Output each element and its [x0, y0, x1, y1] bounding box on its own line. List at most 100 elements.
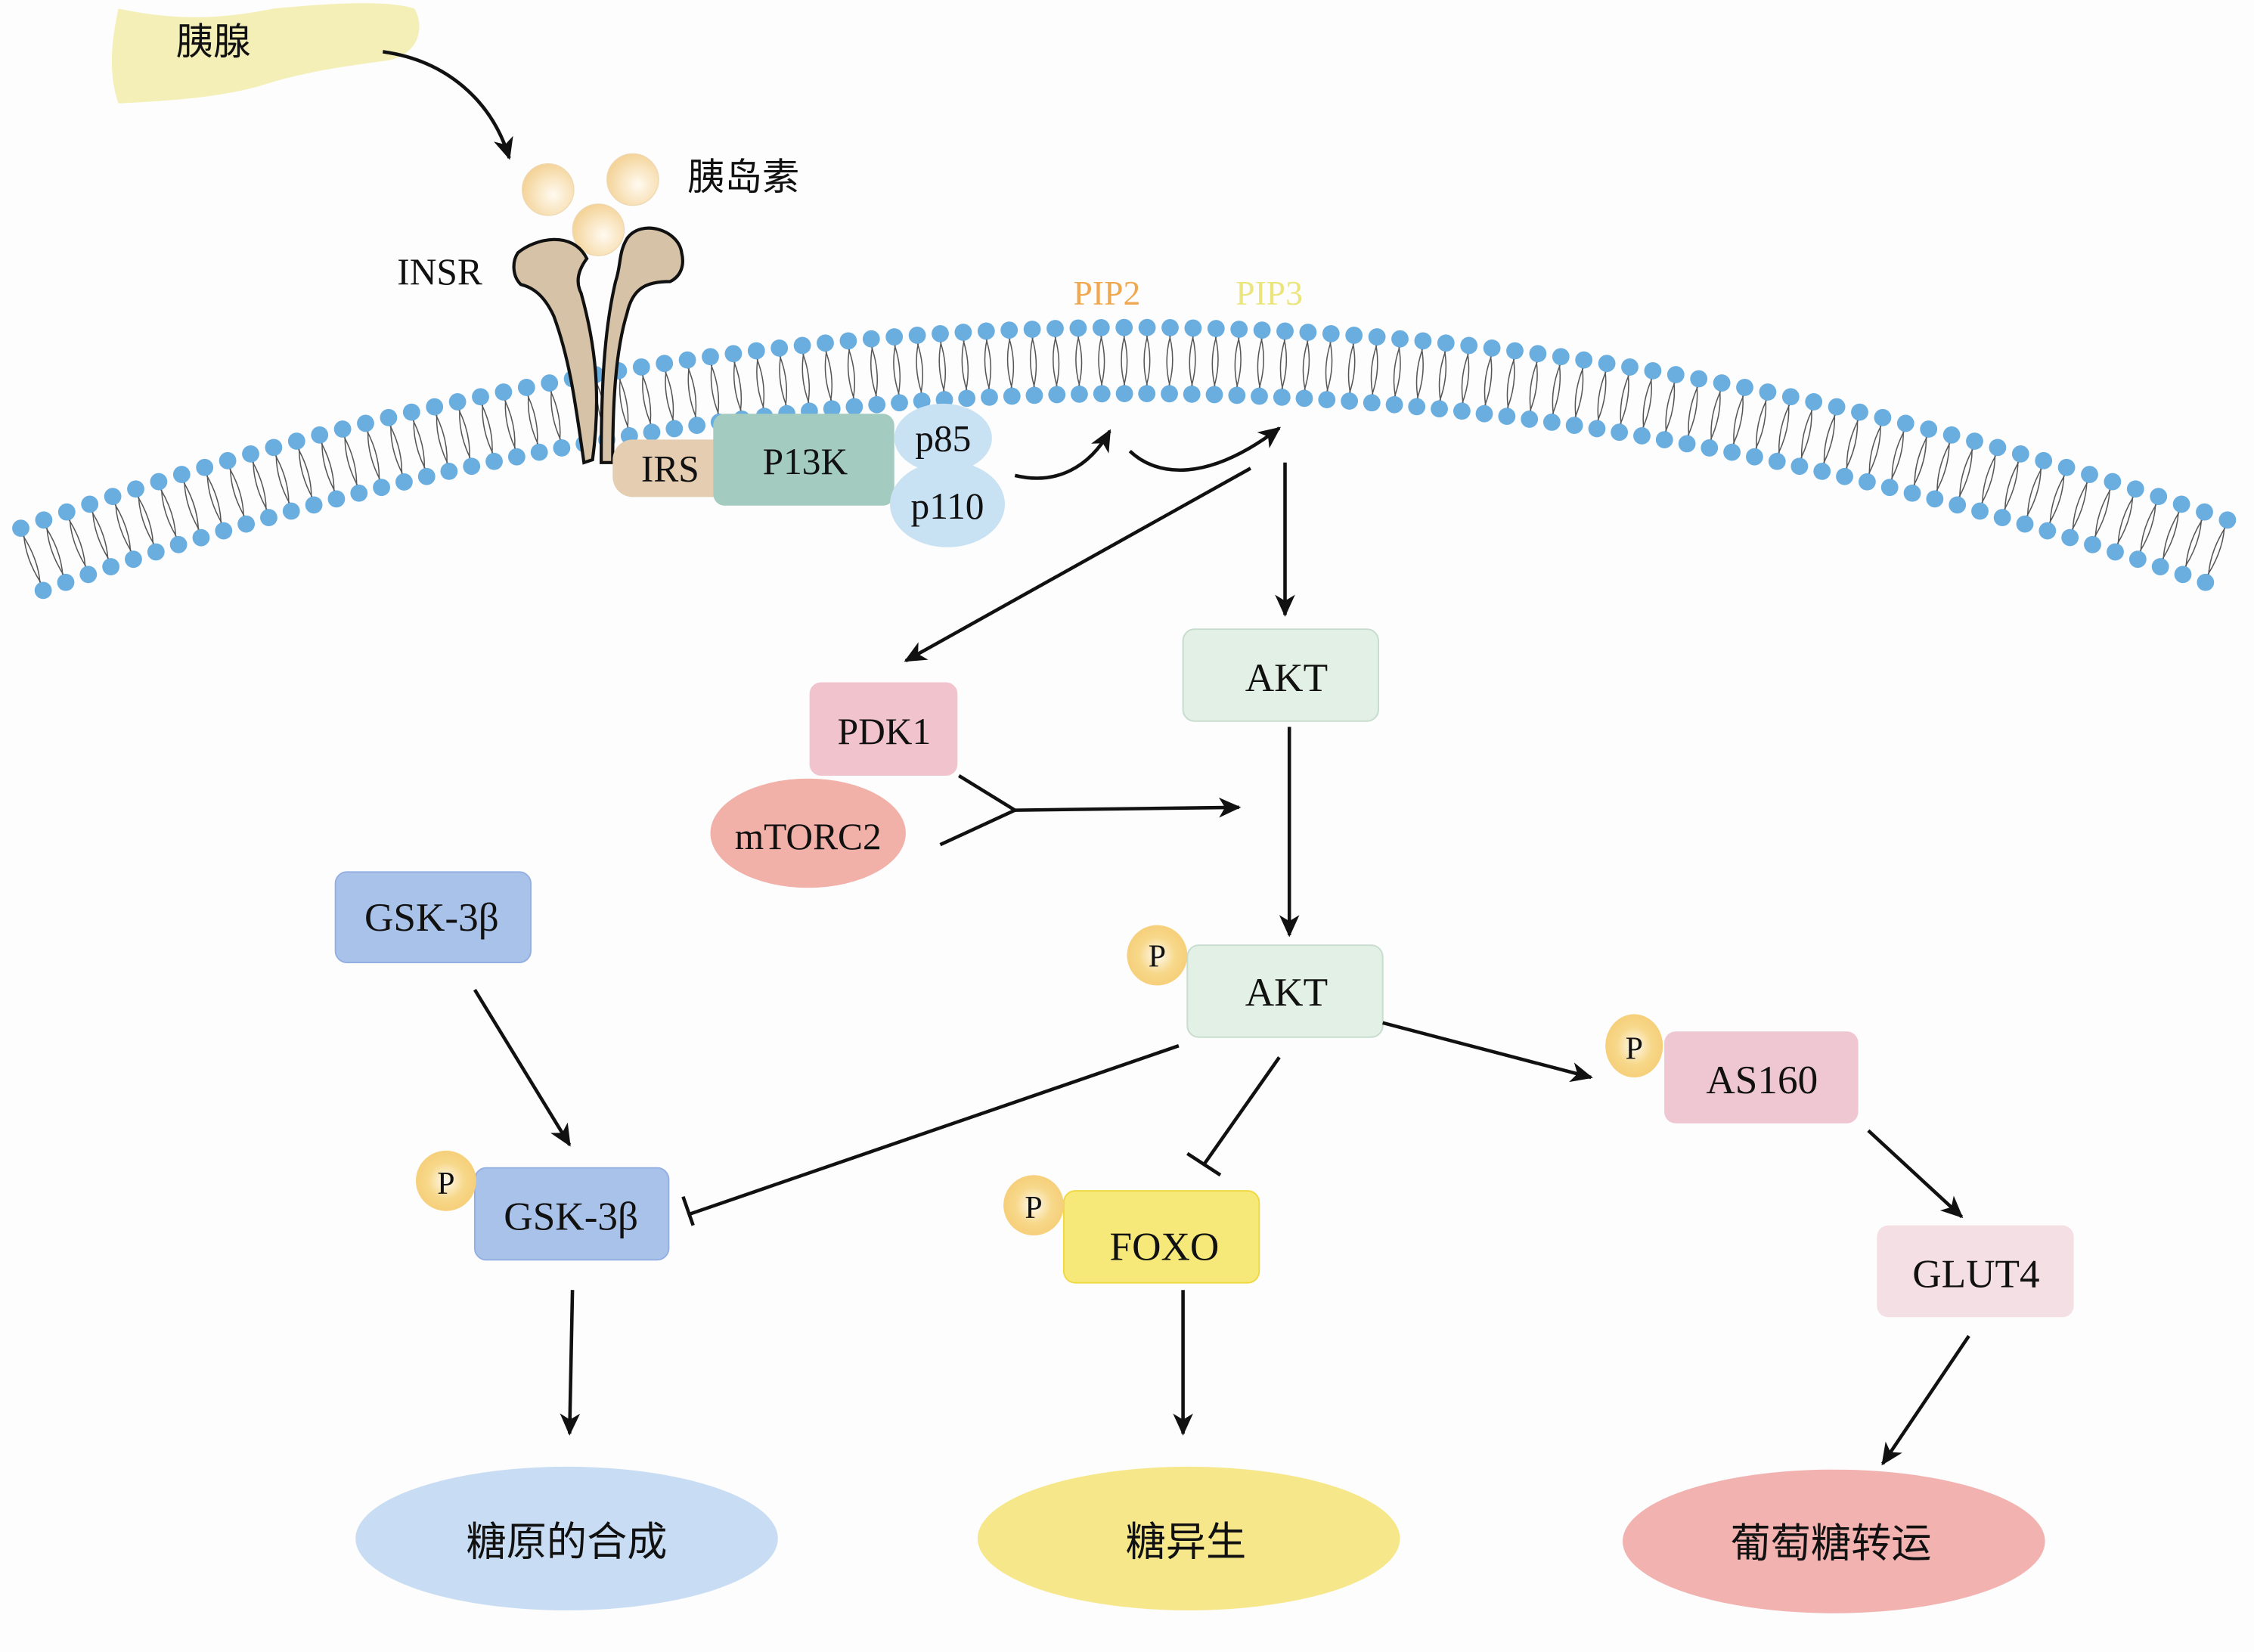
lipid-head [1295, 389, 1313, 408]
lipid-head [485, 452, 503, 470]
lipid-head [665, 420, 684, 438]
lipid-head [1666, 366, 1685, 383]
lipid-head [1138, 318, 1156, 336]
lipid-head [1655, 431, 1673, 448]
glucose-transport-label: 葡萄糖转运 [1731, 1520, 1932, 1567]
lipid-head [1588, 420, 1606, 438]
lipid-head [305, 496, 323, 514]
lipid-head [2196, 503, 2213, 521]
lipid-head [2218, 511, 2237, 529]
lipid-head [1322, 324, 1340, 342]
lipid-head [1736, 379, 1753, 396]
lipid-head [1746, 448, 1763, 466]
lipid-head [1475, 404, 1493, 423]
lipid-head [891, 394, 908, 412]
lipid-head [237, 515, 256, 533]
mtorc2-shape [710, 778, 906, 888]
lipid-head [1253, 321, 1271, 339]
lipid-head [169, 535, 188, 553]
lipid-head [1363, 394, 1381, 412]
lipid-head [541, 374, 559, 392]
p-foxo-label: FOXO [1109, 1224, 1219, 1269]
lipid-head [495, 383, 513, 401]
lipid-head [1701, 439, 1719, 457]
phospho-badge-foxo [1003, 1175, 1064, 1235]
lipid-head [215, 522, 233, 540]
glut4-to-glucose-transport-arrow [1881, 1334, 1970, 1466]
lipid-head [932, 324, 949, 342]
lipid-head [817, 334, 834, 352]
p-foxo-box [1062, 1190, 1260, 1284]
lipid-head [1644, 361, 1662, 380]
lipid-head [1230, 321, 1248, 338]
lipid-head [1391, 330, 1409, 348]
lipid-head [265, 439, 283, 457]
lipid-head [1183, 385, 1201, 403]
lipid-head [2174, 566, 2192, 584]
lipid-head [2016, 515, 2034, 533]
lipid-head [287, 432, 305, 450]
lipid-head [656, 355, 674, 373]
glycogen-synthesis-ellipse [355, 1466, 778, 1610]
akt-box [1182, 628, 1379, 722]
lipid-head [125, 550, 142, 569]
lipid-head [172, 466, 191, 483]
lipid-head [402, 403, 420, 421]
lipid-head [1299, 324, 1317, 341]
gsk3b-to-glycogen-arrow [560, 1290, 581, 1436]
lipid-head [327, 490, 346, 508]
lipid-head [2197, 573, 2215, 591]
p110-label: p110 [911, 485, 984, 527]
p85-label: p85 [915, 418, 971, 460]
lipid-head [517, 379, 535, 396]
lipid-head [1690, 370, 1708, 388]
lipid-head [1251, 387, 1268, 405]
lipid-head [380, 408, 398, 426]
lipid-head [1542, 414, 1561, 431]
lipid-head [1385, 395, 1403, 414]
lipid-head [643, 423, 661, 442]
lipid-head [1836, 467, 1853, 485]
lipid-head [1880, 479, 1899, 497]
lipid-head [1813, 462, 1831, 480]
lipid-head [1318, 391, 1336, 408]
lipid-head [1273, 388, 1291, 406]
lipid-head [1023, 321, 1041, 338]
lipid-head [1552, 348, 1570, 366]
lipid-head [2035, 451, 2053, 470]
lipid-head [1161, 318, 1179, 336]
lipid-head [1949, 496, 1967, 514]
lipid-head [1920, 420, 1938, 438]
lipid-head [426, 398, 444, 416]
lipid-head [1506, 342, 1524, 360]
lipid-head [793, 336, 811, 355]
pi3k-to-pip2-arrow [1014, 429, 1111, 480]
pakt-inhibits-foxo-line [1203, 1056, 1281, 1165]
lipid-head [2039, 522, 2057, 540]
phospho-label: P [1149, 940, 1166, 975]
lipid-head [724, 345, 743, 363]
lipid-head [1048, 386, 1066, 404]
lipid-head [913, 392, 931, 410]
lipid-head [1276, 322, 1294, 340]
lipid-head [958, 389, 976, 408]
mtorc2-label: mTORC2 [735, 816, 882, 857]
lipid-head [35, 511, 53, 529]
lipid-head [981, 388, 998, 406]
lipid-head [1341, 392, 1359, 410]
pip2-to-pip3-arrow [1128, 426, 1282, 473]
lipid-head [2011, 445, 2029, 463]
akt-label: AKT [1245, 656, 1328, 700]
lipid-head [1575, 351, 1593, 369]
gsk3b-box [334, 871, 532, 963]
lipid-head [57, 503, 76, 521]
lipid-head [1161, 385, 1178, 403]
pi3k-complex: IRS P13K p85 p110 [612, 403, 1005, 547]
lipid-head [1228, 386, 1246, 404]
pi3k-shape [713, 414, 894, 506]
lipid-head [104, 488, 122, 506]
lipid-head [1966, 432, 1983, 450]
insulin-molecules: 胰岛素 [522, 153, 799, 256]
